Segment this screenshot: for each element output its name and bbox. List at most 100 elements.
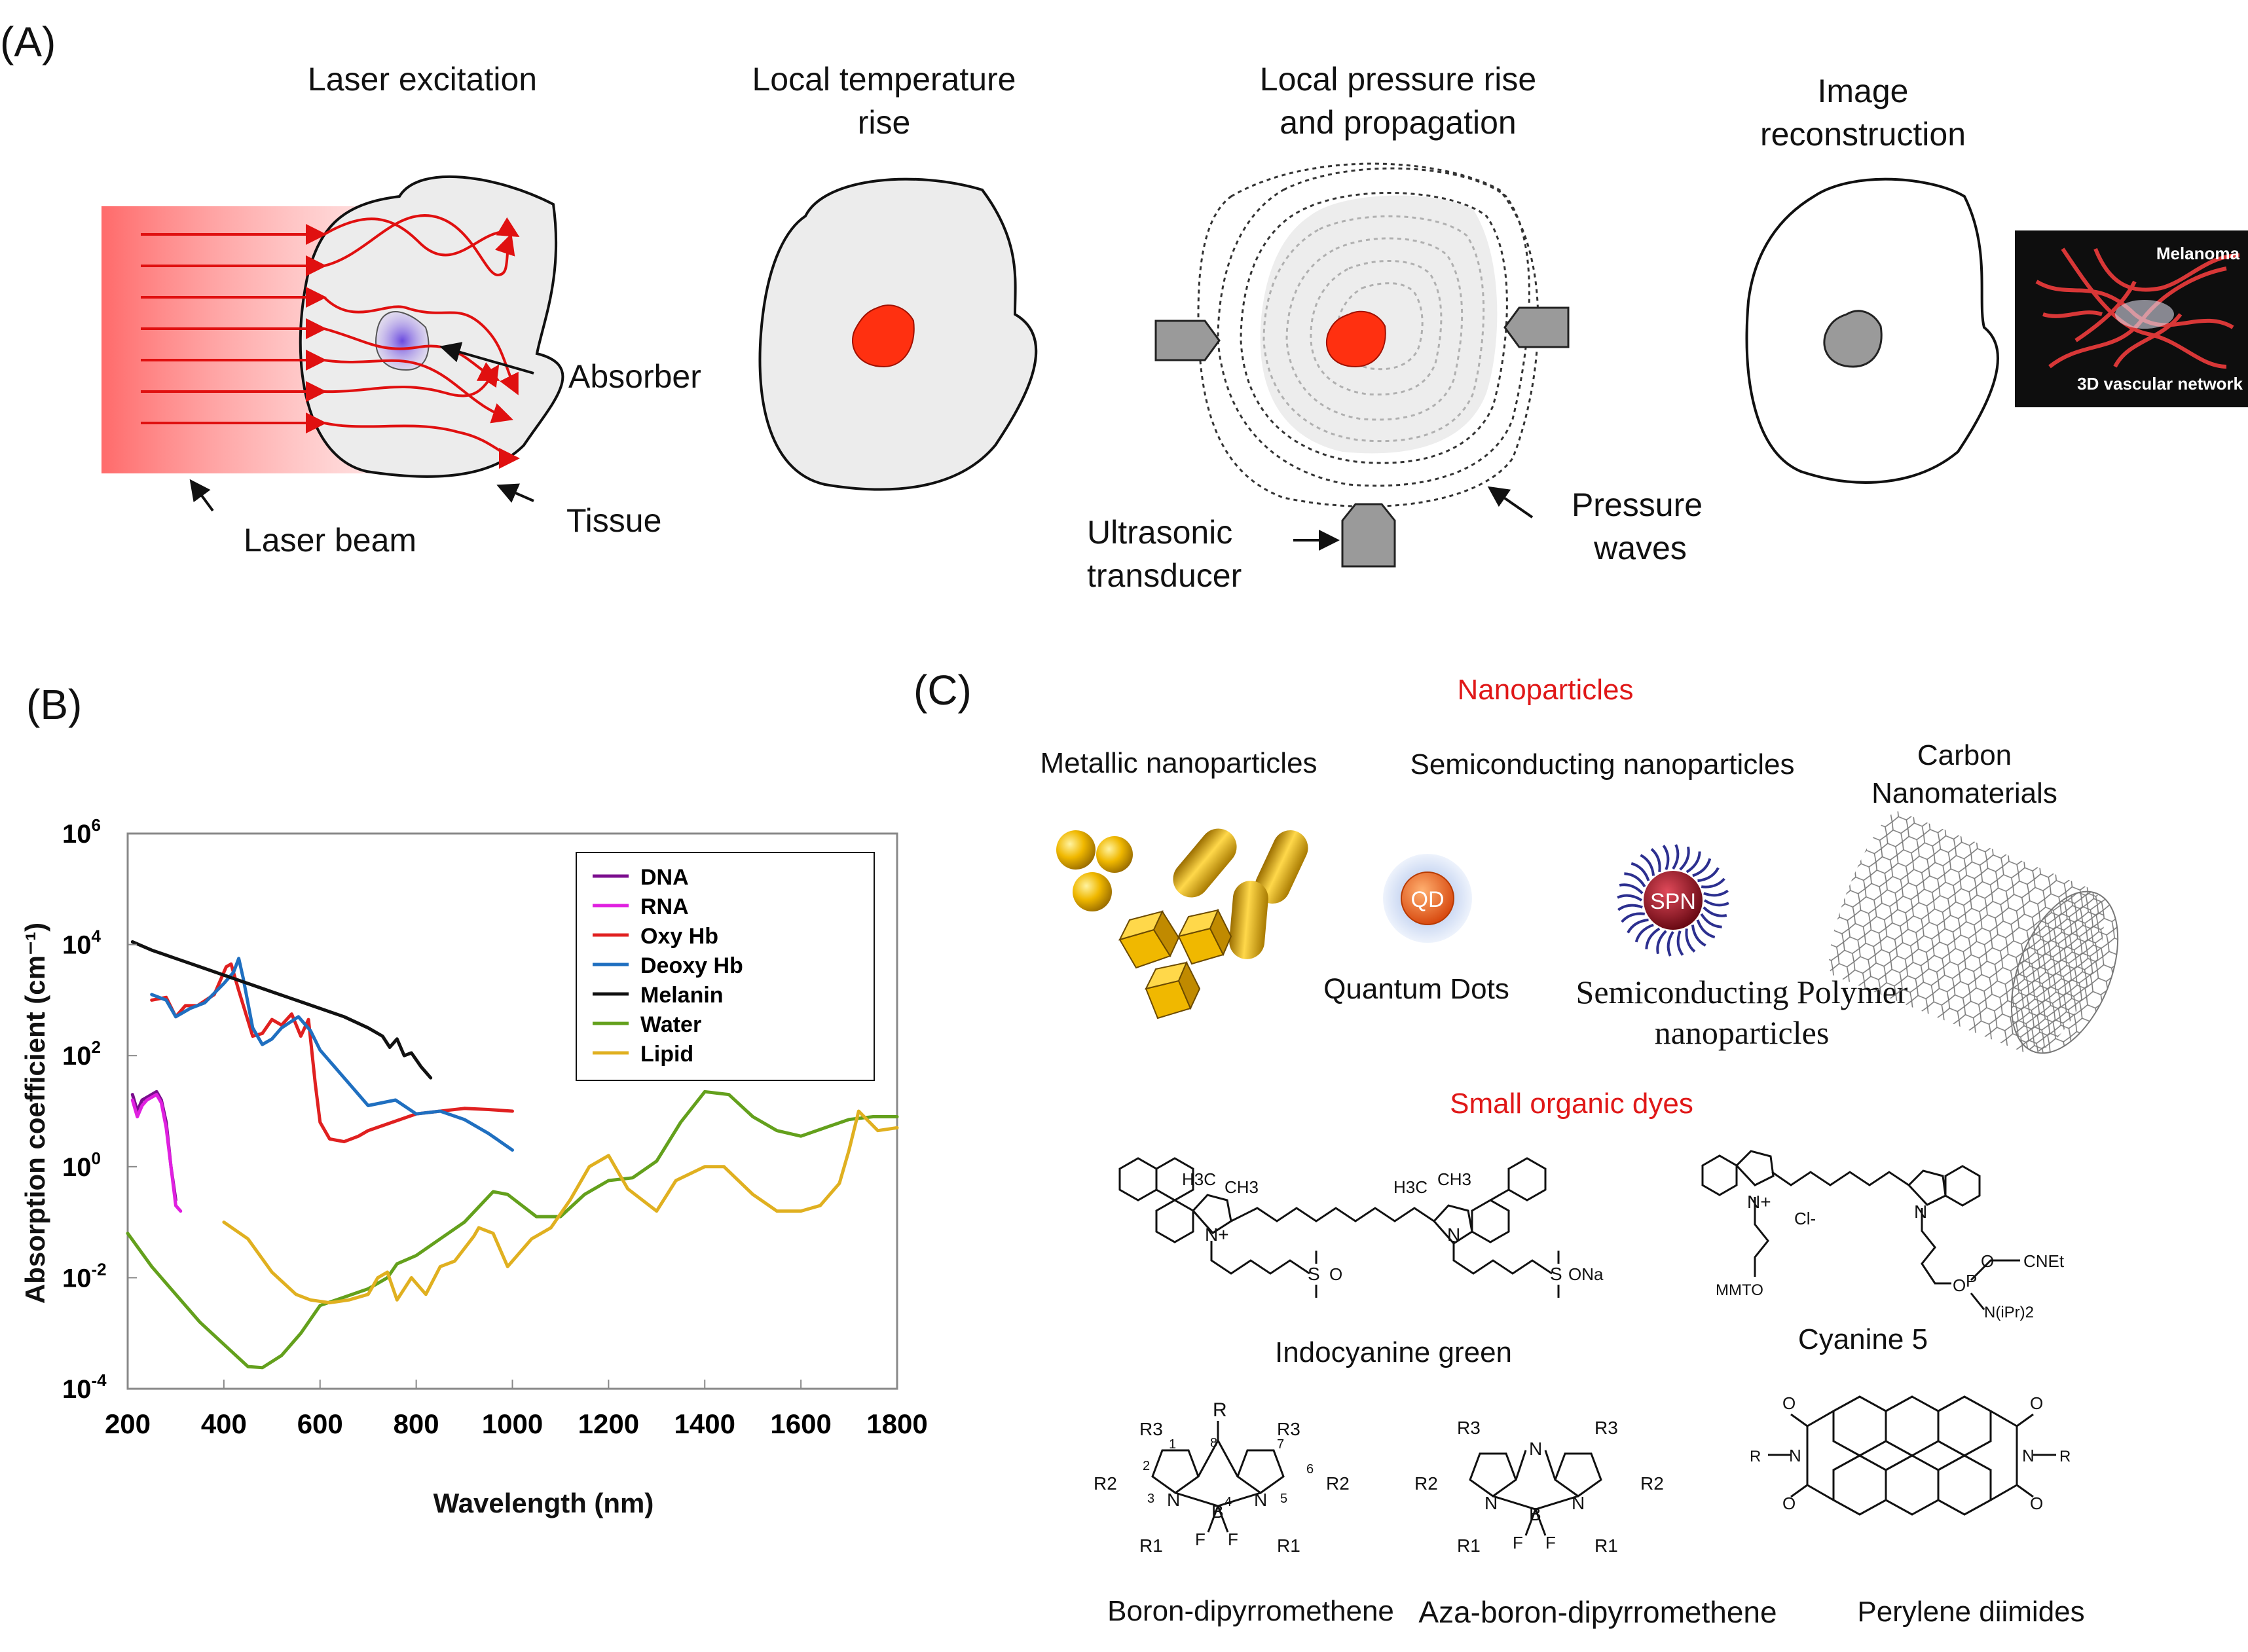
carbon-nanotube-image	[1829, 811, 2119, 1054]
perylene-diimide-structure	[1768, 1395, 2056, 1516]
svg-text:ONa: ONa	[1568, 1264, 1604, 1284]
svg-text:H3C: H3C	[1182, 1169, 1216, 1189]
y-axis-label: Absorption coefficient (cm⁻¹)	[20, 923, 50, 1304]
series-layer	[126, 940, 899, 1370]
svg-text:R3: R3	[1457, 1418, 1481, 1438]
svg-text:R: R	[1213, 1399, 1227, 1421]
svg-text:S: S	[1550, 1264, 1562, 1284]
svg-text:R2: R2	[1326, 1473, 1350, 1494]
metallic-label: Metallic nanoparticles	[1040, 747, 1317, 779]
step-image-line1: Image	[1818, 73, 1909, 109]
svg-text:R3: R3	[1277, 1419, 1300, 1439]
y-tick-label: 104	[62, 927, 101, 960]
metallic-nanoparticles-image	[1056, 828, 1308, 1019]
svg-text:N: N	[1447, 1224, 1460, 1245]
svg-text:CH3: CH3	[1225, 1177, 1259, 1197]
spn-polymer-chain	[1692, 858, 1712, 877]
series-line-melanin	[130, 940, 433, 1080]
panel-a: (A) Laser excitation Local temperature r…	[0, 18, 2248, 594]
heated-absorber	[852, 304, 915, 368]
x-tick-label: 1400	[674, 1408, 735, 1439]
laser-beam-label: Laser beam	[244, 522, 416, 559]
svg-text:O: O	[1329, 1264, 1342, 1284]
spn-polymer-chain	[1624, 872, 1646, 888]
y-tick-label: 10-4	[62, 1370, 107, 1404]
spn-polymer-chain	[1634, 923, 1654, 943]
spn-polymer-chain	[1617, 894, 1643, 902]
cyanine5-structure	[1701, 1150, 2020, 1310]
spn-badge: SPN	[1650, 889, 1696, 914]
svg-text:S: S	[1308, 1264, 1320, 1284]
panel-a-label: (A)	[0, 18, 56, 65]
spn-polymer-chain	[1631, 862, 1650, 881]
legend-label: RNA	[640, 894, 689, 919]
legend-label: Melanin	[640, 983, 724, 1008]
aza-bodipy-atom-labels: N R3 R3 R2 R2 R1 R1 N N B F F	[1414, 1418, 1664, 1556]
series-line-oxy-hb	[150, 962, 514, 1144]
spn-polymer-chain	[1617, 904, 1643, 911]
spn-polymer-chain	[1619, 883, 1644, 894]
svg-text:N(iPr)2: N(iPr)2	[1984, 1304, 2034, 1321]
svg-text:CH3: CH3	[1437, 1169, 1471, 1189]
legend-label: Lipid	[640, 1042, 693, 1067]
bodipy-structure	[1151, 1421, 1285, 1533]
svg-text:O: O	[1782, 1393, 1796, 1413]
transducer-label-1: Ultrasonic	[1087, 514, 1232, 551]
legend-label: Deoxy Hb	[640, 953, 743, 978]
spn-polymer-chain	[1701, 877, 1725, 889]
quantum-dot-image: QD	[1383, 854, 1472, 943]
spn-label-2: nanoparticles	[1655, 1014, 1830, 1051]
spn-polymer-chain	[1656, 930, 1667, 955]
absorber-label: Absorber	[568, 358, 701, 395]
spn-polymer-chain	[1686, 851, 1701, 873]
spn-polymer-chain	[1640, 854, 1655, 876]
transducer-left	[1154, 320, 1221, 361]
melanoma-inset-image: Melanoma 3D vascular network	[2015, 230, 2248, 407]
icg-atom-labels: H3C CH3 H3C CH3 N+ N S O S ONa	[1182, 1169, 1604, 1284]
svg-text:Cl-: Cl-	[1794, 1209, 1816, 1228]
x-tick-label: 400	[201, 1408, 247, 1439]
bodipy-atom-labels: R R3 R3 R2 R2 R1 R1 N N B F F 1 2 3 4 5 …	[1094, 1399, 1350, 1556]
svg-text:B: B	[1211, 1501, 1224, 1522]
tissue-label: Tissue	[566, 502, 661, 539]
reconstructed-absorber	[1823, 310, 1883, 368]
svg-text:N+: N+	[1747, 1192, 1771, 1212]
spn-polymer-chain	[1679, 846, 1690, 871]
spn-polymer-chain	[1662, 845, 1670, 870]
spn-polymer-chain	[1696, 919, 1716, 939]
series-line-rna	[130, 1093, 183, 1213]
legend-label: DNA	[640, 865, 689, 890]
tissue-arrow	[496, 483, 534, 503]
svg-text:R1: R1	[1457, 1535, 1481, 1556]
cy5-label: Cyanine 5	[1798, 1323, 1928, 1355]
svg-text:N: N	[2022, 1446, 2035, 1465]
x-tick-label: 1000	[482, 1408, 543, 1439]
svg-text:4: 4	[1225, 1495, 1232, 1509]
transducer-bottom	[1341, 503, 1396, 568]
semiconducting-label: Semiconducting nanoparticles	[1410, 748, 1794, 780]
pdi-label: Perylene diimides	[1857, 1596, 2084, 1628]
spn-polymer-chain	[1676, 930, 1684, 956]
inset-title: Melanoma	[2156, 244, 2240, 263]
x-tick-label: 800	[394, 1408, 439, 1439]
series-line-lipid	[222, 1109, 899, 1305]
svg-text:3: 3	[1147, 1492, 1154, 1506]
spn-polymer-chain	[1703, 889, 1729, 897]
series-line-water	[126, 1090, 899, 1370]
svg-text:6: 6	[1306, 1462, 1314, 1477]
panel-b-label: (B)	[26, 681, 82, 728]
step-pressure-line1: Local pressure rise	[1260, 61, 1536, 98]
laser-rays	[141, 214, 520, 469]
x-axis-label: Wavelength (nm)	[433, 1488, 654, 1518]
svg-text:R3: R3	[1139, 1419, 1163, 1439]
step-temp-line1: Local temperature	[752, 61, 1016, 98]
spn-polymer-chain	[1685, 928, 1696, 953]
carbon-label-2: Nanomaterials	[1871, 777, 2057, 809]
y-tick-label: 100	[62, 1148, 101, 1182]
svg-text:7: 7	[1277, 1437, 1284, 1452]
svg-text:R2: R2	[1094, 1473, 1117, 1494]
svg-text:H3C: H3C	[1393, 1177, 1428, 1197]
